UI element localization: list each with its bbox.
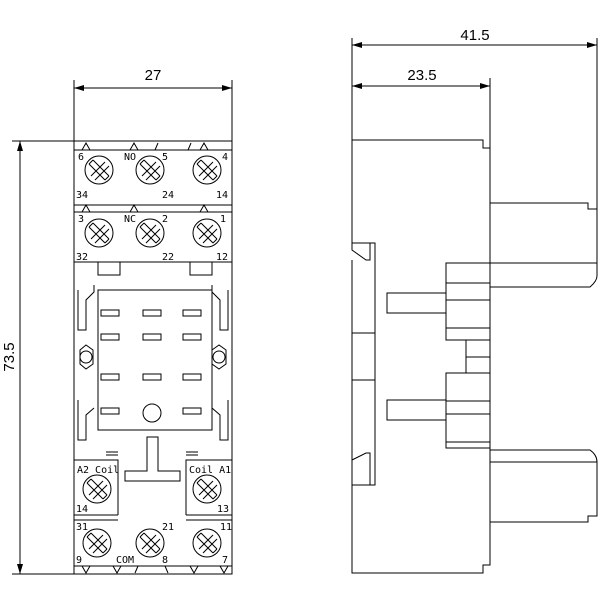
terminal-13-label: 13 [217,504,229,515]
terminal-11-label: 11 [220,522,232,533]
terminal-8-label: 8 [162,555,168,566]
terminal-3-label: 3 [78,214,84,225]
terminal-14-label: 14 [216,190,228,201]
no-label: NO [124,152,136,163]
terminal-2-label: 2 [162,214,168,225]
nc-label: NC [124,214,136,225]
dimension-side-partial: 23.5 [352,67,491,148]
terminal-9-label: 9 [76,555,82,566]
dimension-height: 73.5 [1,140,74,575]
terminal-1-label: 1 [220,214,226,225]
coil-a2-label: A2 Coil [77,465,119,476]
terminal-12-label: 12 [216,252,228,263]
terminal-7-label: 7 [222,555,228,566]
terminal-32-label: 32 [76,252,88,263]
dimension-height-label: 73.5 [1,342,18,371]
terminal-31-label: 31 [76,522,88,533]
com-label: COM [116,555,134,566]
dimension-side-total-label: 41.5 [460,27,489,44]
terminal-5-label: 5 [162,152,168,163]
terminal-6-label: 6 [78,152,84,163]
dimension-side-total: 41.5 [351,27,598,209]
terminal-21-label: 21 [162,522,174,533]
front-view: 6 NO 5 4 34 24 14 3 NC 2 1 32 22 12 A2 C… [73,140,233,575]
dimension-width-label: 27 [145,67,162,84]
dimension-side-partial-label: 23.5 [407,67,436,84]
terminal-14-coil-label: 14 [76,504,88,515]
terminal-24-label: 24 [162,190,174,201]
side-view [351,139,598,574]
terminal-34-label: 34 [76,190,88,201]
coil-a1-label: Coil A1 [189,465,231,476]
terminal-4-label: 4 [222,152,228,163]
dimension-width: 27 [73,67,233,141]
terminal-22-label: 22 [162,252,174,263]
